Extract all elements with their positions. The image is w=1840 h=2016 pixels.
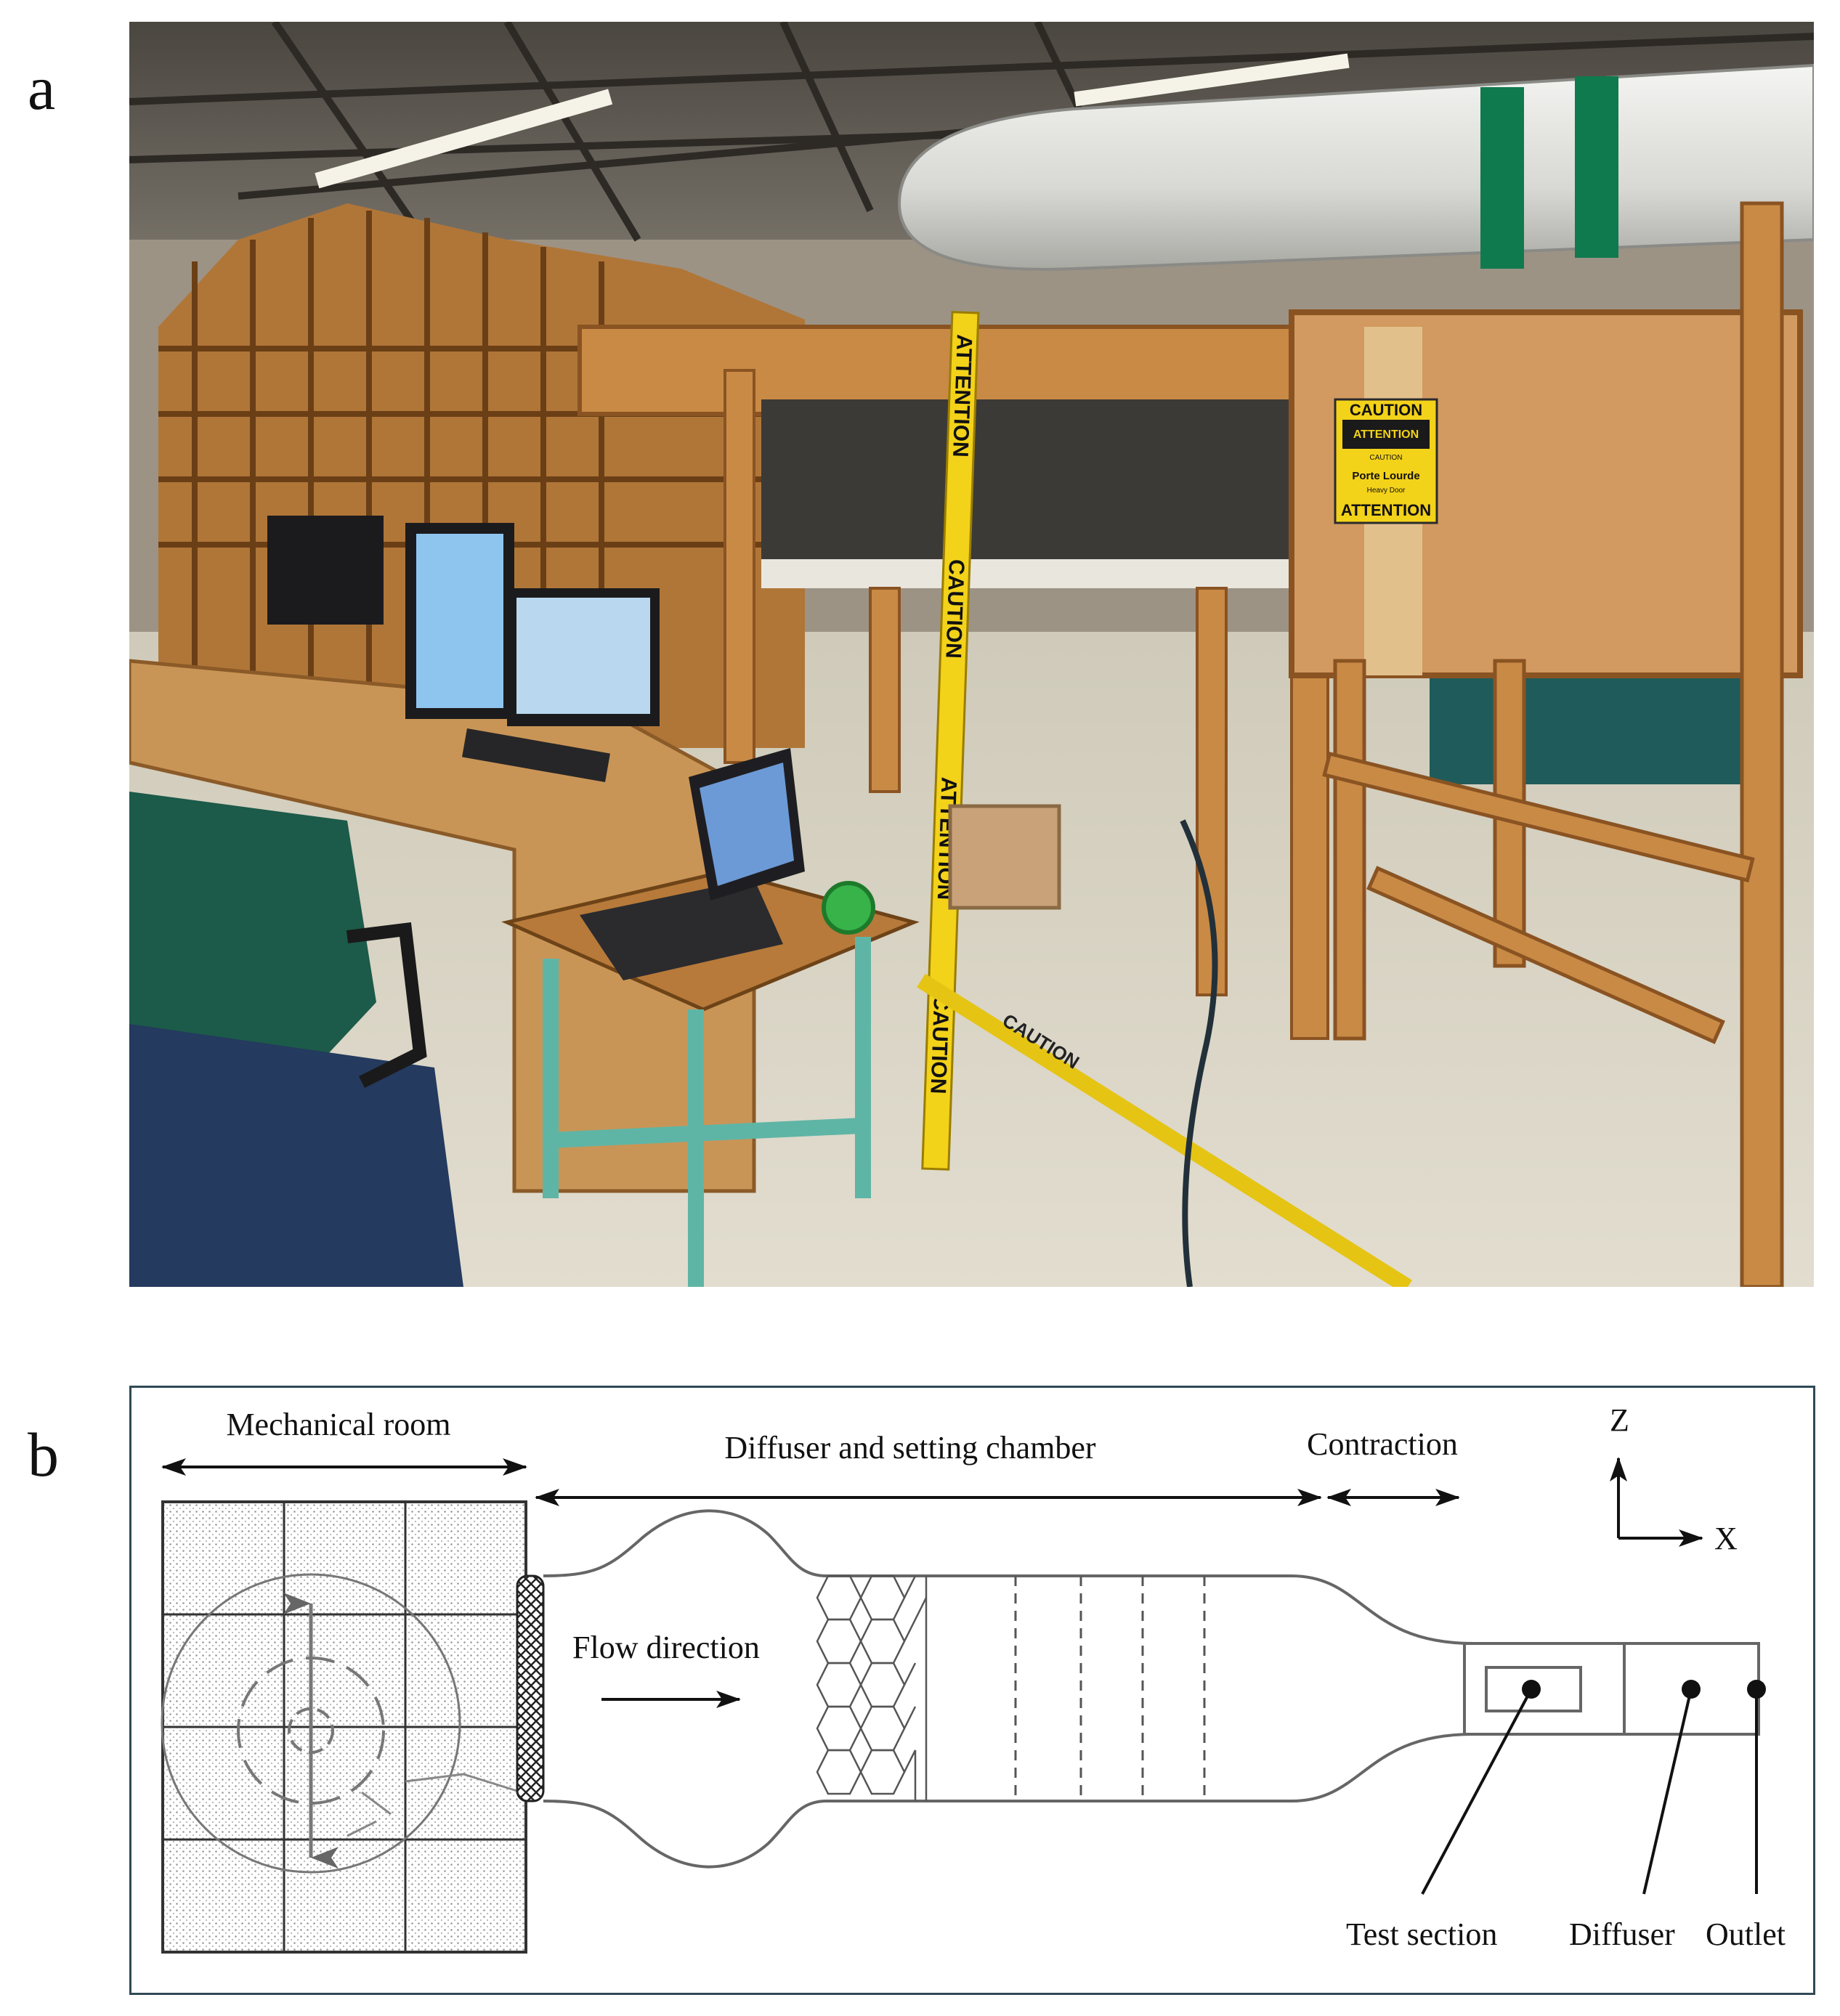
label-flow-direction: Flow direction (572, 1630, 760, 1665)
floor-cable (1180, 819, 1218, 1287)
sign-caution-small: CAUTION (1370, 454, 1403, 462)
label-contraction: Contraction (1307, 1426, 1458, 1462)
label-z-axis: Z (1610, 1402, 1629, 1438)
laptop (580, 879, 783, 980)
test-section-block (1463, 1642, 1760, 1736)
side-table-legs (543, 937, 871, 1287)
tape-word: CAUTION (941, 559, 968, 659)
wind-tunnel-schematic: Mechanical room Diffuser and setting cha… (161, 1402, 1786, 1954)
leader-lines (1421, 1688, 1758, 1895)
monitor-vertical-screen (416, 534, 503, 708)
test-section-glass (761, 399, 1328, 574)
laptop-screen-display (700, 763, 794, 886)
tape-word: ATTENTION (948, 334, 976, 458)
caution-tape-pole: ATTENTION CAUTION ATTENTION CAUTION (921, 311, 980, 1171)
monitor-right-screen (516, 598, 650, 714)
fan-housing (161, 1573, 461, 1874)
label-outlet: Outlet (1706, 1917, 1786, 1952)
wind-tunnel-lab-photo: CAUTION ATTENTION CAUTION Porte Lourde H… (129, 22, 1814, 1287)
label-mechanical-room: Mechanical room (226, 1407, 450, 1442)
cabinet-legs (1322, 201, 1784, 1287)
office-chair-green (129, 792, 376, 1111)
label-x-axis: X (1714, 1521, 1738, 1556)
turbulence-screens (1014, 1576, 1206, 1801)
coordinate-axes (1610, 1457, 1703, 1547)
label-diffuser-chamber: Diffuser and setting chamber (724, 1430, 1095, 1466)
fan-outlet-duct (346, 1773, 522, 1837)
panel-label-a: a (28, 53, 56, 123)
keyboard (462, 728, 610, 783)
wooden-step-box (948, 804, 1061, 910)
sign-attention-1: ATTENTION (1353, 428, 1419, 441)
sign-attention-2: ATTENTION (1341, 501, 1431, 519)
section-extent-arrows (161, 1458, 1460, 1506)
panel-label-b: b (28, 1420, 59, 1489)
monitor-left (267, 516, 384, 625)
mechanical-room-box (161, 1500, 545, 1954)
fan-screen (516, 1574, 545, 1802)
tape-word: CAUTION (925, 994, 953, 1094)
caution-sign: CAUTION ATTENTION CAUTION Porte Lourde H… (1334, 398, 1438, 524)
sign-caution-top: CAUTION (1350, 401, 1422, 419)
chair-armrest (346, 922, 427, 1089)
test-section-table (761, 559, 1328, 588)
label-test-section: Test section (1346, 1917, 1497, 1952)
duct-label-band (1480, 76, 1618, 269)
tape-roll (822, 881, 875, 935)
ceiling-light (315, 89, 613, 189)
ceiling-light (1074, 53, 1350, 107)
sign-porte: Porte Lourde (1352, 470, 1419, 482)
office-chair-blue (129, 1024, 463, 1287)
floor-caution-line (917, 973, 1412, 1287)
tunnel-outline (543, 1509, 1474, 1869)
honeycomb (816, 1574, 928, 1801)
sign-heavy-door: Heavy Door (1367, 487, 1406, 495)
label-diffuser: Diffuser (1569, 1917, 1675, 1952)
